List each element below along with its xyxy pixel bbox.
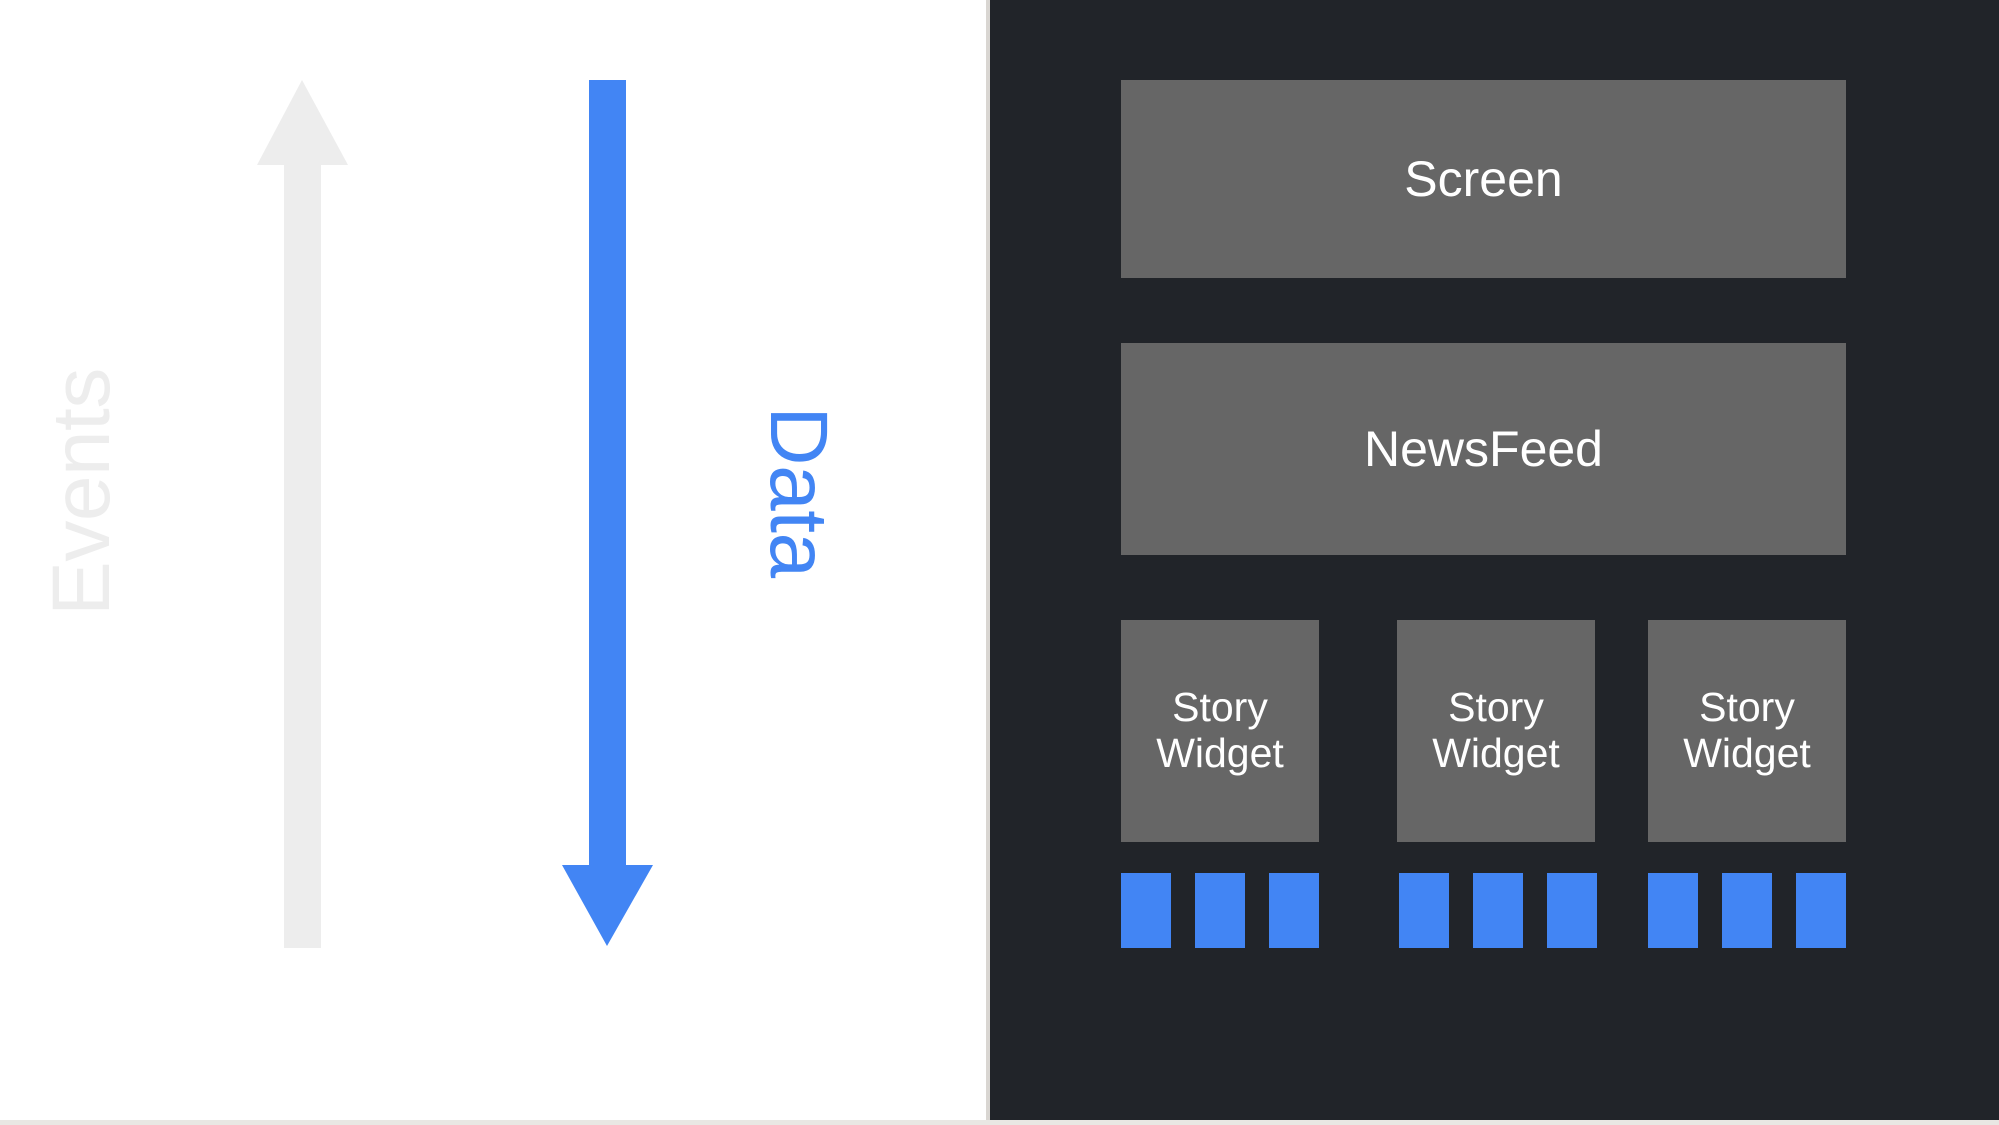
- story-widget-label-line2: Widget: [1432, 730, 1560, 776]
- story-chip-2-2[interactable]: [1473, 873, 1523, 948]
- story-chip-1-2[interactable]: [1195, 873, 1245, 948]
- story-chip-1-3[interactable]: [1269, 873, 1319, 948]
- story-chip-3-1[interactable]: [1648, 873, 1698, 948]
- data-label: Data: [753, 406, 844, 578]
- events-label: Events: [36, 368, 127, 616]
- screen-box[interactable]: Screen: [1121, 80, 1846, 278]
- panel-divider: [986, 0, 990, 1125]
- story-widget-box-2[interactable]: Story Widget: [1397, 620, 1595, 842]
- story-widget-label-line1: Story: [1172, 684, 1268, 731]
- story-widget-label-line1: Story: [1448, 684, 1544, 731]
- events-arrow-icon: [257, 80, 348, 948]
- story-chip-2-1[interactable]: [1399, 873, 1449, 948]
- story-widget-label-line2: Widget: [1156, 730, 1284, 776]
- left-panel: Events Data: [0, 0, 990, 1125]
- story-widget-label-line2: Widget: [1683, 730, 1811, 776]
- story-chip-1-1[interactable]: [1121, 873, 1171, 948]
- data-arrow-icon: [562, 80, 653, 946]
- newsfeed-box[interactable]: NewsFeed: [1121, 343, 1846, 555]
- story-chip-3-2[interactable]: [1722, 873, 1772, 948]
- story-widget-label-line1: Story: [1699, 684, 1795, 731]
- story-widget-box-3[interactable]: Story Widget: [1648, 620, 1846, 842]
- bottom-edge-strip: [0, 1120, 1999, 1125]
- story-chip-2-3[interactable]: [1547, 873, 1597, 948]
- story-chip-3-3[interactable]: [1796, 873, 1846, 948]
- story-widget-box-1[interactable]: Story Widget: [1121, 620, 1319, 842]
